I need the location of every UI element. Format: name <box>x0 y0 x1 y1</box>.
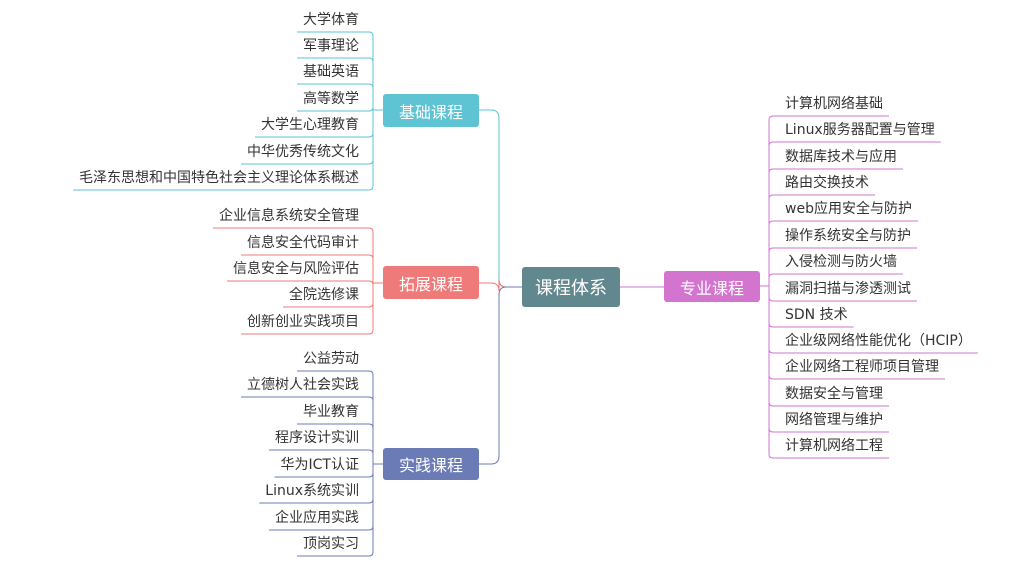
leaf-practice-5[interactable]: Linux系统实训 <box>265 483 359 499</box>
branch-extension-node[interactable]: 拓展课程 <box>383 266 479 299</box>
leaf-link-major-0 <box>768 115 889 286</box>
leaf-major-2[interactable]: 数据库技术与应用 <box>785 149 897 165</box>
leaf-link-practice-7 <box>297 464 374 557</box>
leaf-link-ext-4 <box>241 283 374 335</box>
leaf-link-practice-2 <box>297 423 374 464</box>
leaf-ext-1[interactable]: 信息安全代码审计 <box>247 235 359 251</box>
connector-practice <box>479 286 522 465</box>
leaf-major-3[interactable]: 路由交换技术 <box>785 175 869 191</box>
leaf-major-12[interactable]: 网络管理与维护 <box>785 412 883 428</box>
leaf-basic-5[interactable]: 中华优秀传统文化 <box>247 144 359 160</box>
leaf-major-10[interactable]: 企业网络工程师项目管理 <box>785 359 939 375</box>
leaf-practice-3[interactable]: 程序设计实训 <box>275 430 359 446</box>
leaf-ext-3[interactable]: 全院选修课 <box>289 287 359 303</box>
leaf-practice-2[interactable]: 毕业教育 <box>303 404 359 420</box>
leaf-major-0[interactable]: 计算机网络基础 <box>785 96 883 112</box>
leaf-major-11[interactable]: 数据安全与管理 <box>785 386 883 402</box>
leaf-basic-4[interactable]: 大学生心理教育 <box>261 117 359 133</box>
leaf-ext-4[interactable]: 创新创业实践项目 <box>247 314 359 330</box>
leaf-link-basic-2 <box>297 83 374 110</box>
leaf-practice-0[interactable]: 公益劳动 <box>303 351 359 367</box>
branch-major-label: 专业课程 <box>679 278 744 298</box>
leaf-major-7[interactable]: 漏洞扫描与渗透测试 <box>785 281 911 297</box>
leaf-link-basic-6 <box>73 110 374 191</box>
branch-major-node[interactable]: 专业课程 <box>664 271 760 302</box>
leaf-link-major-3 <box>768 194 875 286</box>
leaf-major-6[interactable]: 入侵检测与防火墙 <box>785 254 897 270</box>
branch-basic-node[interactable]: 基础课程 <box>383 94 479 127</box>
leaf-practice-1[interactable]: 立德树人社会实践 <box>247 377 359 393</box>
leaf-practice-7[interactable]: 顶岗实习 <box>303 536 359 552</box>
root-node[interactable]: 课程体系 <box>522 267 620 307</box>
leaf-link-basic-0 <box>297 31 374 110</box>
root-node-label: 课程体系 <box>535 278 607 299</box>
branch-basic-label: 基础课程 <box>398 102 463 122</box>
leaf-basic-1[interactable]: 军事理论 <box>303 38 359 54</box>
leaf-link-major-6 <box>768 273 903 286</box>
leaf-major-1[interactable]: Linux服务器配置与管理 <box>785 122 935 138</box>
leaf-practice-6[interactable]: 企业应用实践 <box>275 510 359 526</box>
leaf-link-practice-1 <box>241 396 374 464</box>
leaf-link-major-5 <box>768 247 917 286</box>
leaf-link-practice-0 <box>297 370 374 464</box>
leaf-basic-0[interactable]: 大学体育 <box>303 12 359 28</box>
leaf-link-major-2 <box>768 168 903 286</box>
leaf-link-basic-1 <box>297 57 374 110</box>
leaf-practice-4[interactable]: 华为ICT认证 <box>280 457 359 473</box>
branch-extension-label: 拓展课程 <box>398 274 463 294</box>
leaf-link-ext-0 <box>213 227 374 283</box>
branch-practice-label: 实践课程 <box>398 456 463 475</box>
leaf-link-practice-3 <box>269 449 374 464</box>
leaf-link-basic-3 <box>297 106 374 112</box>
leaf-major-13[interactable]: 计算机网络工程 <box>785 438 883 454</box>
leaf-link-ext-1 <box>241 254 374 283</box>
leaf-link-major-4 <box>768 220 918 286</box>
leaf-basic-2[interactable]: 基础英语 <box>303 64 359 80</box>
leaf-basic-6[interactable]: 毛泽东思想和中国特色社会主义理论体系概述 <box>79 170 359 186</box>
branch-practice-node[interactable]: 实践课程 <box>383 448 479 480</box>
connector-basic <box>479 109 522 288</box>
leaf-major-8[interactable]: SDN 技术 <box>785 307 848 323</box>
leaf-major-9[interactable]: 企业级网络性能优化（HCIP） <box>785 333 972 349</box>
leaf-ext-2[interactable]: 信息安全与风险评估 <box>233 261 359 277</box>
leaf-major-4[interactable]: web应用安全与防护 <box>785 201 912 217</box>
connector-ext <box>479 278 522 292</box>
leaf-link-major-1 <box>768 141 941 286</box>
leaf-link-major-13 <box>768 286 889 459</box>
leaf-basic-3[interactable]: 高等数学 <box>303 91 359 107</box>
leaf-major-5[interactable]: 操作系统安全与防护 <box>785 228 911 244</box>
leaf-ext-0[interactable]: 企业信息系统安全管理 <box>219 208 359 224</box>
